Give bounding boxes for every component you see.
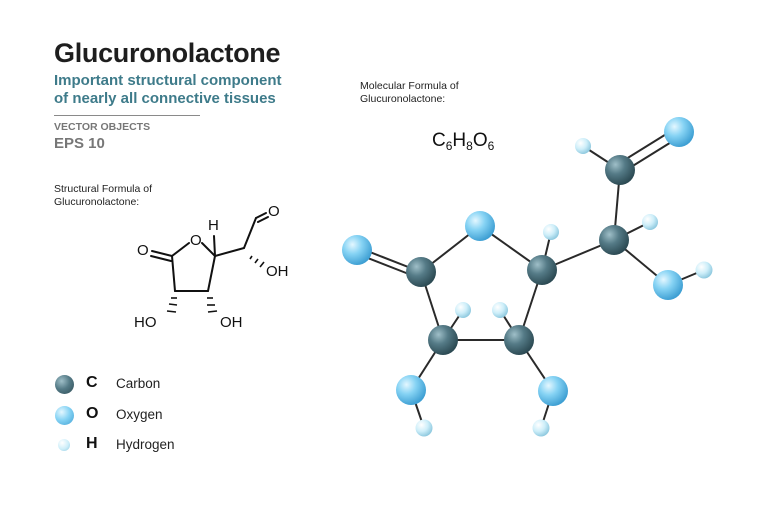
- carbon-atom: [406, 257, 436, 287]
- hydrogen-atom: [642, 214, 658, 230]
- legend-name: Carbon: [116, 376, 161, 391]
- label-ring-oxygen: O: [190, 232, 202, 249]
- legend-name: Hydrogen: [116, 437, 175, 452]
- formula-h: H: [452, 130, 467, 151]
- bond-c5-c6: [243, 217, 257, 249]
- legend-item-oxygen: O Oxygen: [52, 404, 252, 428]
- legend-item-carbon: C Carbon: [52, 373, 252, 397]
- hashed-bonds: [166, 255, 265, 313]
- formula-c-count: 6: [445, 139, 453, 153]
- hydrogen-atom: [575, 138, 591, 154]
- bond-c4-h: [213, 235, 216, 257]
- bond-c4-c5: [214, 247, 245, 257]
- bond-o-c4: [201, 242, 216, 257]
- subtitle-line-2: of nearly all connective tissues: [54, 90, 276, 107]
- subtitle: Important structural component of nearly…: [54, 72, 334, 108]
- subtitle-line-1: Important structural component: [54, 72, 282, 89]
- formula-c: C: [432, 130, 446, 151]
- hash-c5-oh: [259, 261, 265, 268]
- hydrogen-atom: [415, 419, 433, 437]
- bond-c1-o-double-b: [150, 255, 172, 262]
- molecular-caption-line-2: Glucuronolactone:: [360, 93, 446, 105]
- oxygen-swatch-icon: [55, 406, 74, 425]
- oxygen-atom: [538, 376, 568, 406]
- label-oh-bottom: OH: [220, 314, 243, 331]
- label-aldehyde-oxygen: O: [268, 203, 280, 220]
- structural-caption-line-1: Structural Formula of: [54, 183, 153, 195]
- structural-formula-caption: Structural Formula of Glucuronolactone:: [54, 183, 152, 209]
- formula-h-count: 8: [466, 139, 473, 153]
- carbon-swatch-icon: [55, 375, 74, 394]
- hash-c2-ho: [166, 310, 177, 313]
- formula-o: O: [472, 130, 488, 151]
- bond-c1-o: [171, 242, 190, 257]
- hydrogen-swatch-icon: [58, 439, 70, 451]
- label-carbonyl-oxygen: O: [137, 242, 149, 259]
- page-title: Glucuronolactone: [54, 38, 281, 68]
- oxygen-atom: [653, 270, 683, 300]
- oxygen-atom: [465, 211, 495, 241]
- molecular-formula-caption: Molecular Formula of Glucuronolactone:: [360, 80, 459, 106]
- label-ho-left: HO: [134, 314, 157, 331]
- carbon-atom: [527, 255, 557, 285]
- legend-symbol: O: [86, 405, 99, 422]
- carbon-atom: [504, 325, 534, 355]
- label-oh-right: OH: [266, 263, 289, 280]
- oxygen-atom: [342, 235, 372, 265]
- hash-c2-ho: [168, 303, 178, 306]
- header-divider: [54, 115, 200, 116]
- hydrogen-atom: [455, 302, 471, 318]
- skeletal-formula: [150, 212, 269, 292]
- structural-caption-line-2: Glucuronolactone:: [54, 196, 140, 208]
- molecular-formula: C6H8O6: [432, 130, 494, 153]
- eps-label: EPS 10: [54, 135, 105, 152]
- hydrogen-atom: [543, 224, 559, 240]
- legend-symbol: C: [86, 374, 98, 391]
- hash-c5-oh: [249, 255, 253, 260]
- carbon-atom: [605, 155, 635, 185]
- hash-c5-oh: [254, 258, 259, 264]
- carbon-atom: [428, 325, 458, 355]
- label-hydrogen: H: [208, 217, 219, 234]
- oxygen-atom: [664, 117, 694, 147]
- oxygen-atom: [396, 375, 426, 405]
- hydrogen-atom: [695, 261, 713, 279]
- model-atoms: [342, 117, 713, 437]
- bond-c6-o-a: [255, 212, 267, 219]
- bond-c1-o-double-a: [151, 250, 173, 257]
- bond-c6-o-b: [257, 216, 269, 223]
- carbon-atom: [599, 225, 629, 255]
- hydrogen-atom: [532, 419, 550, 437]
- molecular-caption-line-1: Molecular Formula of: [360, 80, 459, 92]
- legend-name: Oxygen: [116, 407, 163, 422]
- hydrogen-atom: [492, 302, 508, 318]
- legend-symbol: H: [86, 435, 98, 452]
- vector-objects-label: VECTOR OBJECTS: [54, 121, 151, 133]
- formula-o-count: 6: [487, 139, 495, 153]
- hash-c3-oh: [207, 310, 218, 313]
- bond-c1-c2: [171, 255, 176, 292]
- legend-item-hydrogen: H Hydrogen: [52, 434, 252, 458]
- bond-c3-c4: [207, 255, 216, 292]
